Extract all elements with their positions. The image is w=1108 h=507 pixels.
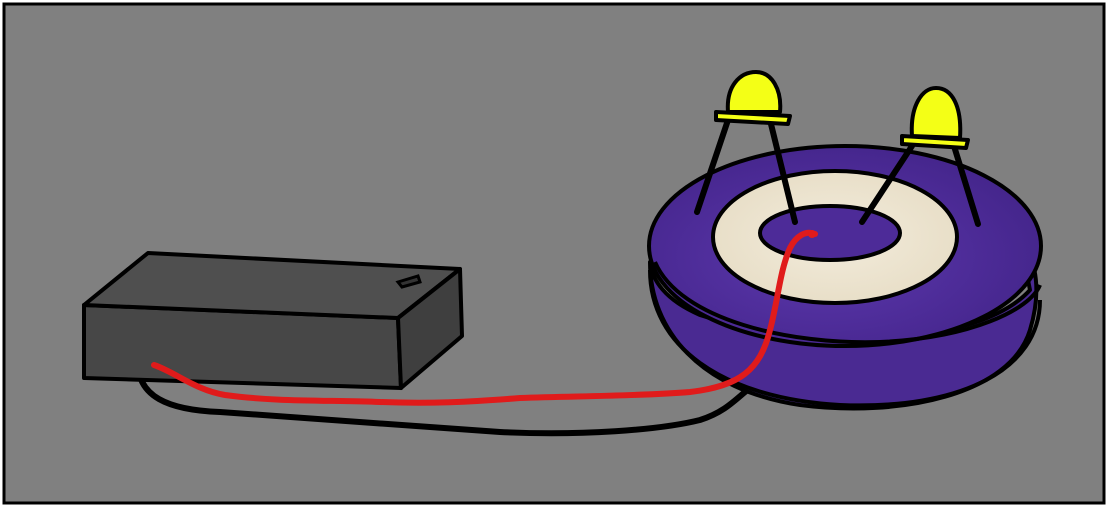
led-right-dome [909, 86, 963, 140]
led-left-leg-outer [694, 117, 731, 215]
led-right-rim [900, 134, 970, 150]
battery-box-side [396, 267, 464, 390]
led-left-rim [714, 110, 792, 126]
black-wire [135, 363, 755, 437]
led-right-leg-inner [859, 143, 915, 225]
ring-bottom [648, 269, 1042, 408]
led-right-leg-outer [951, 143, 981, 227]
ring-center-hole [758, 204, 902, 262]
led-right [859, 86, 981, 227]
ring-seam [653, 261, 1042, 345]
lilypad-ring [647, 144, 1043, 411]
led-left-leg-inner [767, 117, 798, 225]
led-left [694, 70, 798, 225]
red-wire [151, 229, 818, 406]
battery-box [82, 251, 464, 390]
led-left-dome [725, 70, 783, 114]
red-wire-end [808, 230, 816, 238]
battery-switch-icon [395, 274, 422, 289]
